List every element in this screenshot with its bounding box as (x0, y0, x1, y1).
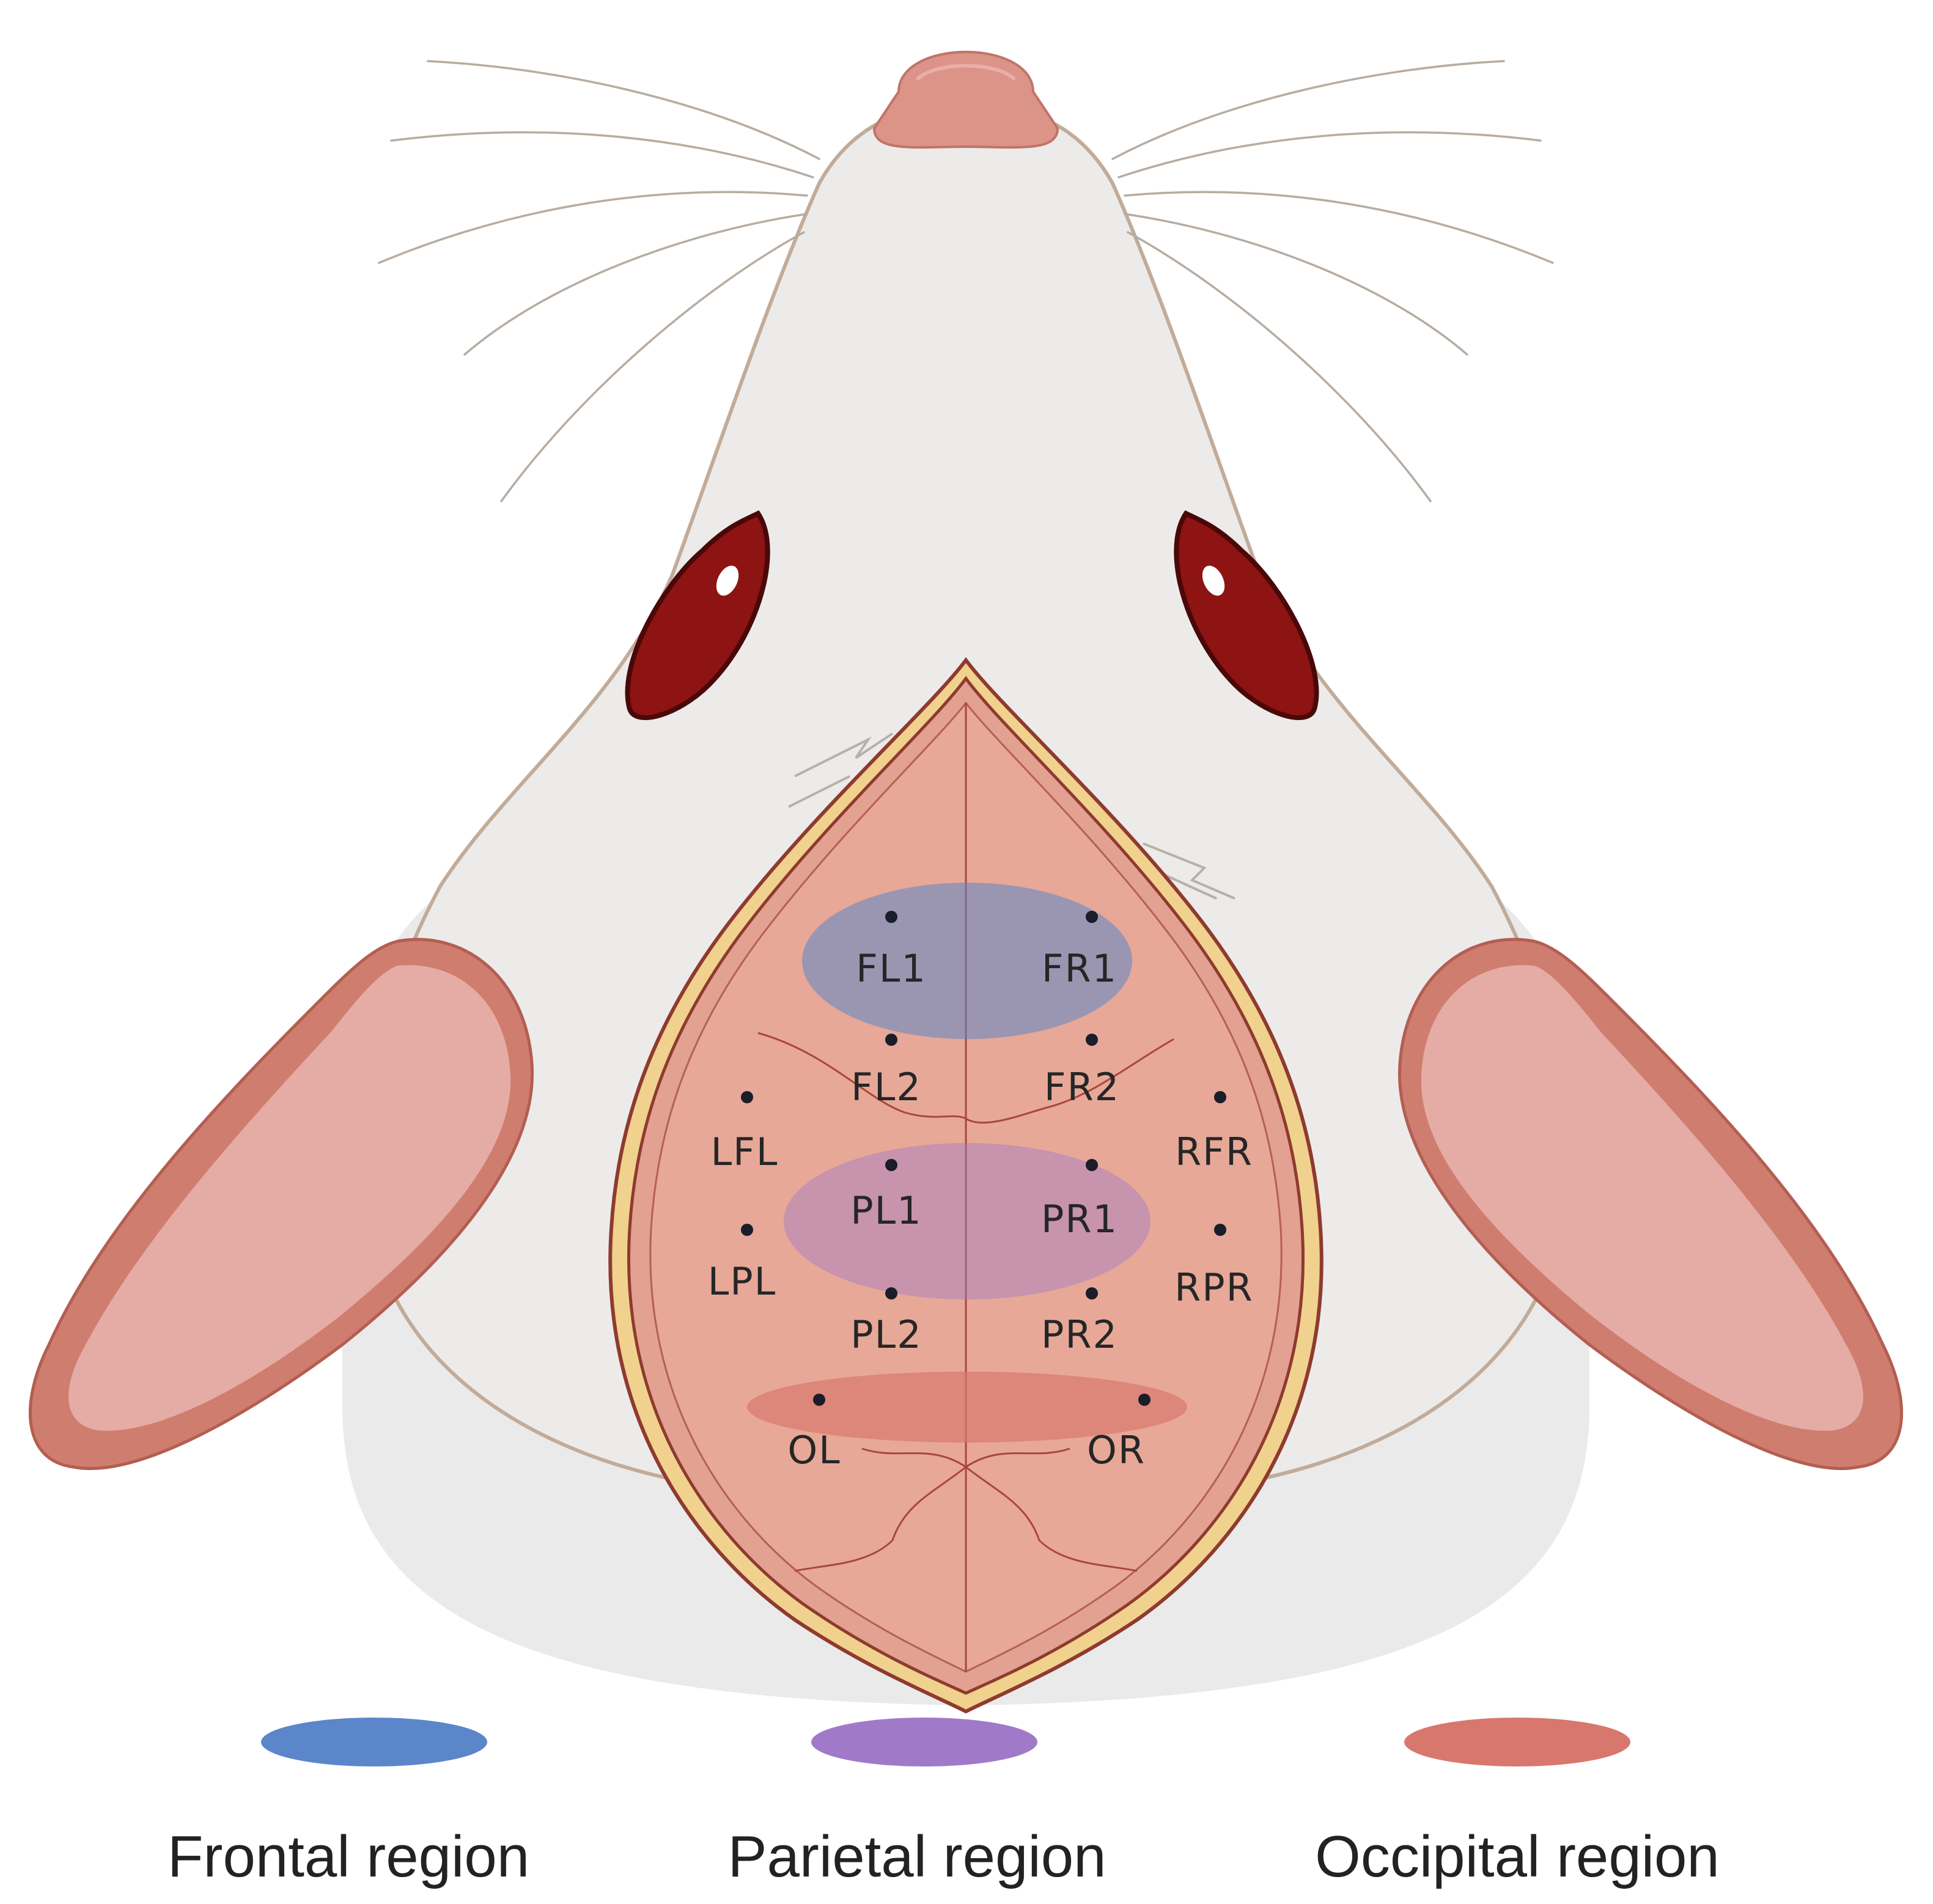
electrode-label-fl1: FL1 (856, 946, 927, 991)
whiskers (378, 60, 1554, 502)
electrode-label-fr2: FR2 (1044, 1065, 1120, 1109)
electrode-dot-lpl (741, 1224, 753, 1236)
electrode-dot-pl1 (885, 1159, 897, 1171)
electrode-dot-or (1138, 1394, 1151, 1406)
electrode-dot-rpr (1214, 1224, 1226, 1236)
legend-swatch-occipital (1404, 1718, 1630, 1766)
electrode-dot-pl2 (885, 1287, 897, 1299)
occipital-region-overlay (747, 1372, 1187, 1443)
electrode-label-pl1: PL1 (850, 1188, 922, 1233)
sutures (757, 703, 1174, 1672)
parietal-region-overlay (784, 1143, 1151, 1299)
legend-swatch-parietal (811, 1718, 1037, 1766)
electrode-label-pr1: PR1 (1041, 1197, 1118, 1241)
electrode-label-ol: OL (787, 1428, 841, 1472)
left-eye (625, 510, 770, 720)
frontal-region-overlay (802, 883, 1132, 1039)
electrode-dot-fr1 (1086, 911, 1098, 923)
electrode-label-rfr: RFR (1175, 1130, 1253, 1174)
electrode-label-lpl: LPL (708, 1259, 776, 1304)
electrode-label-pr2: PR2 (1041, 1312, 1118, 1357)
left-ear (28, 938, 534, 1471)
fur-marks (788, 732, 1235, 900)
electrode-dot-fl1 (885, 911, 897, 923)
electrode-dot-lfl (741, 1091, 753, 1103)
right-eye (1174, 510, 1319, 720)
nose-highlight (915, 64, 1017, 81)
legend: Frontal region Parietal region Occipital… (168, 1718, 1720, 1889)
electrode-dot-pr2 (1086, 1287, 1098, 1299)
electrode-dot-rfr (1214, 1091, 1226, 1103)
electrode-dot-fl2 (885, 1034, 897, 1046)
electrode-dot-pr1 (1086, 1159, 1098, 1171)
right-ear (1397, 938, 1904, 1471)
electrode-label-or: OR (1087, 1428, 1146, 1472)
legend-label-frontal: Frontal region (168, 1824, 529, 1889)
electrode-label-pl2: PL2 (850, 1312, 922, 1357)
legend-label-parietal: Parietal region (727, 1824, 1106, 1889)
legend-label-occipital: Occipital region (1315, 1824, 1720, 1889)
electrodes: FL1 FR1 FL2 FR2 LFL RFR PL1 PR1 LPL RPR … (708, 911, 1254, 1472)
legend-swatch-frontal (261, 1718, 487, 1766)
electrode-dot-ol (813, 1394, 825, 1406)
electrode-label-fr1: FR1 (1042, 946, 1117, 991)
electrode-label-fl2: FL2 (851, 1065, 922, 1109)
electrode-dot-fr2 (1086, 1034, 1098, 1046)
electrode-label-rpr: RPR (1174, 1265, 1254, 1310)
electrode-label-lfl: LFL (711, 1130, 779, 1174)
